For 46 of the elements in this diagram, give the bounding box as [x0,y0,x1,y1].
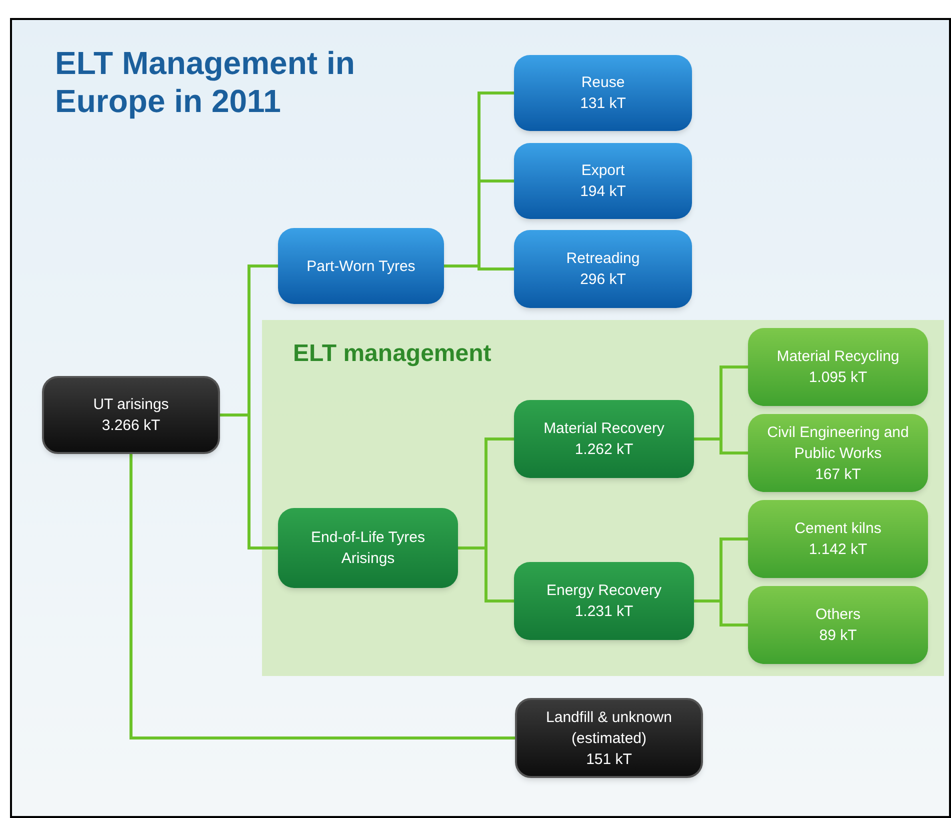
node-text: Landfill & unknown (estimated) [545,708,673,748]
node-text: Others [815,605,860,625]
process-box [748,328,928,406]
node-text: UT arisings [93,395,169,415]
node-text: Retreading [566,249,640,269]
dark-node-box [515,698,703,778]
node-text: Material Recovery [544,419,664,439]
node-text: Export [581,161,625,181]
node-text: Material Recycling [776,347,900,367]
node-text: Energy Recovery [546,581,662,601]
node-text: 151 kT [586,750,632,770]
connector-line [444,264,514,270]
connector-line [694,600,748,626]
connector-line [130,454,515,740]
node-text: 131 kT [580,94,626,114]
node-text: 3.266 kT [102,416,160,436]
process-box [748,586,928,664]
node-text: 296 kT [580,270,626,290]
connector-line [694,438,748,454]
connector-line [220,414,278,550]
process-box [514,143,692,219]
group-panel [262,320,944,676]
group-title: ELT management [293,339,492,369]
process-box [278,508,458,588]
node-text: 1.095 kT [808,368,868,388]
process-box [748,500,928,578]
node-text: 1.142 kT [808,540,868,560]
process-box [514,230,692,308]
node-text: End-of-Life Tyres Arisings [310,528,426,569]
process-box [514,400,694,478]
node-text: 89 kT [819,626,857,646]
node-text: Reuse [581,73,625,93]
node-text: Civil Engineering and Public Works [766,422,910,464]
node-text: 1.262 kT [574,440,634,460]
node-text: Part-Worn Tyres [306,256,416,276]
connector-line [458,546,514,602]
diagram-title: ELT Management in Europe in 2011 [55,44,355,120]
process-box [748,414,928,492]
process-box [514,55,692,131]
node-text: 167 kT [815,464,861,484]
dark-node-box [42,376,220,454]
node-text: 194 kT [580,182,626,202]
node-text: 1.231 kT [574,602,634,622]
process-box [278,228,444,304]
process-box [514,562,694,640]
node-text: Cement kilns [794,519,882,539]
